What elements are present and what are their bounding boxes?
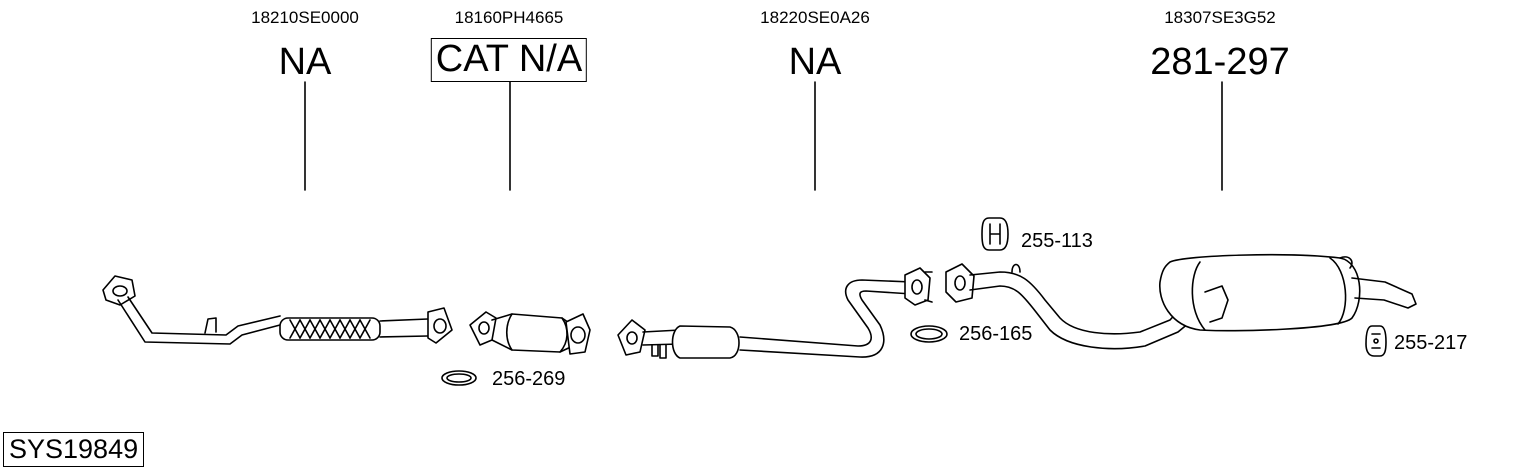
center-pipe xyxy=(617,267,933,359)
ref-front-pipe[interactable]: NA xyxy=(278,41,332,83)
part-number-front-pipe: 18210SE0000 xyxy=(251,8,359,27)
ref-rear-muffler[interactable]: 281-297 xyxy=(1150,41,1290,83)
hanger-255-113 xyxy=(981,217,1009,251)
catalytic-converter xyxy=(469,311,591,355)
label-hanger-255-113[interactable]: 255-113 xyxy=(1021,230,1093,252)
label-gasket-256-269[interactable]: 256-269 xyxy=(492,368,566,390)
front-pipe xyxy=(102,275,453,345)
part-number-center-pipe: 18220SE0A26 xyxy=(760,8,870,27)
hanger-255-217 xyxy=(1365,325,1387,357)
label-hanger-255-217[interactable]: 255-217 xyxy=(1394,332,1468,354)
gasket-256-165 xyxy=(910,325,948,343)
system-id: SYS19849 xyxy=(3,432,145,468)
rear-muffler xyxy=(945,253,1417,350)
gasket-256-269 xyxy=(441,370,477,386)
ref-catalyst[interactable]: CAT N/A xyxy=(430,38,588,82)
ref-center-pipe[interactable]: NA xyxy=(788,41,842,83)
part-number-catalyst: 18160PH4665 xyxy=(454,8,564,27)
label-gasket-256-165[interactable]: 256-165 xyxy=(959,323,1033,345)
part-number-rear-muffler: 18307SE3G52 xyxy=(1164,8,1276,27)
